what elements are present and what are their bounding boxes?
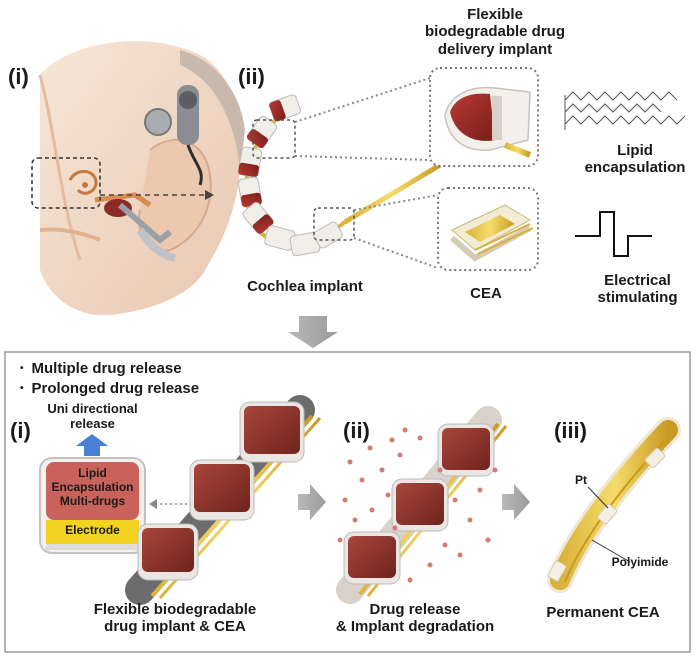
flexible-implant-label: Flexible biodegradable drug delivery imp…: [405, 6, 585, 58]
flexible-implant-label-line3: delivery implant: [437, 40, 553, 58]
panel-label-i: (i): [8, 64, 29, 89]
lipid-label-line1: Lipid: [617, 142, 653, 159]
bullet-multiple-drug-release: •Multiple drug release: [20, 360, 182, 377]
dotted-arrow-to-block: [149, 499, 192, 509]
flexible-implant-label-line2: biodegradable drug: [424, 23, 565, 41]
flexible-implant-label-line1: Flexible: [467, 6, 523, 23]
block-label-line3: Multi-drugs: [59, 493, 126, 508]
bullet-prolonged-drug-release: •Prolonged drug release: [20, 380, 200, 397]
polyimide-label: Polyimide: [611, 555, 669, 569]
zoom-box-cea: [313, 207, 355, 241]
bottom-panel-label-iii: (iii): [554, 418, 587, 443]
panel-label-ii: (ii): [238, 64, 265, 89]
drug-particles: [337, 427, 498, 583]
zoom-box-drug-implant: [252, 119, 296, 159]
electrode-label: Electrode: [65, 523, 120, 537]
caption-ii-line1: Drug release: [369, 601, 461, 618]
dashed-arrow-to-implant: [100, 190, 214, 200]
cea-leader-lines: [587, 486, 631, 563]
drug-block-label: Lipid Encapsulation Multi-drugs: [46, 466, 139, 508]
head-illustration: [38, 41, 245, 316]
bottom-panel-label-ii: (ii): [343, 418, 370, 443]
release-up-arrow-icon: [76, 434, 108, 456]
cochlea-implant-electrode: [237, 94, 442, 257]
electrode-array-intact: [125, 395, 322, 605]
down-arrow-icon: [288, 316, 338, 348]
cochlea-highlight-box: [31, 157, 101, 209]
electrical-label-line1: Electrical: [604, 272, 671, 289]
stimulation-pulse-icon: [575, 211, 652, 257]
cochlea-implant-label: Cochlea implant: [247, 278, 363, 295]
permanent-cea-strip: [547, 417, 681, 593]
zoom-inset-cea: [437, 187, 539, 271]
caption-permanent-cea: Permanent CEA: [546, 604, 660, 621]
electrical-stimulating-label: Electrical stimulating: [580, 272, 695, 307]
block-label-line1: Lipid: [78, 466, 107, 480]
caption-i-line2: drug implant & CEA: [104, 618, 246, 636]
uni-directional-release-label: Uni directional release: [40, 401, 145, 432]
cea-label: CEA: [470, 285, 502, 302]
electrical-label-line2: stimulating: [597, 289, 678, 307]
uni-label-line2: release: [70, 415, 115, 431]
uni-label-line1: Uni directional: [47, 401, 138, 416]
stage-arrow-1-icon: [298, 484, 326, 520]
caption-i-line1: Flexible biodegradable: [93, 601, 257, 618]
bottom-panel-label-i: (i): [10, 418, 31, 443]
block-label-line2: Encapsulation: [51, 479, 134, 494]
drug-block-schematic: [39, 457, 146, 554]
caption-ii-line2: & Implant degradation: [335, 618, 495, 636]
lipid-molecule: [564, 91, 686, 130]
zoom-connector-lines: [294, 77, 439, 269]
stage-arrow-2-icon: [502, 484, 530, 520]
pt-label: Pt: [575, 473, 587, 487]
lipid-label-line2: encapsulation: [584, 159, 686, 177]
caption-drug-release: Drug release & Implant degradation: [325, 601, 505, 636]
electrode-array-degrading: [336, 406, 508, 604]
lipid-encapsulation-label: Lipid encapsulation: [575, 142, 695, 177]
caption-flexible-implant: Flexible biodegradable drug implant & CE…: [55, 601, 295, 636]
zoom-inset-drug-implant: [429, 67, 539, 167]
